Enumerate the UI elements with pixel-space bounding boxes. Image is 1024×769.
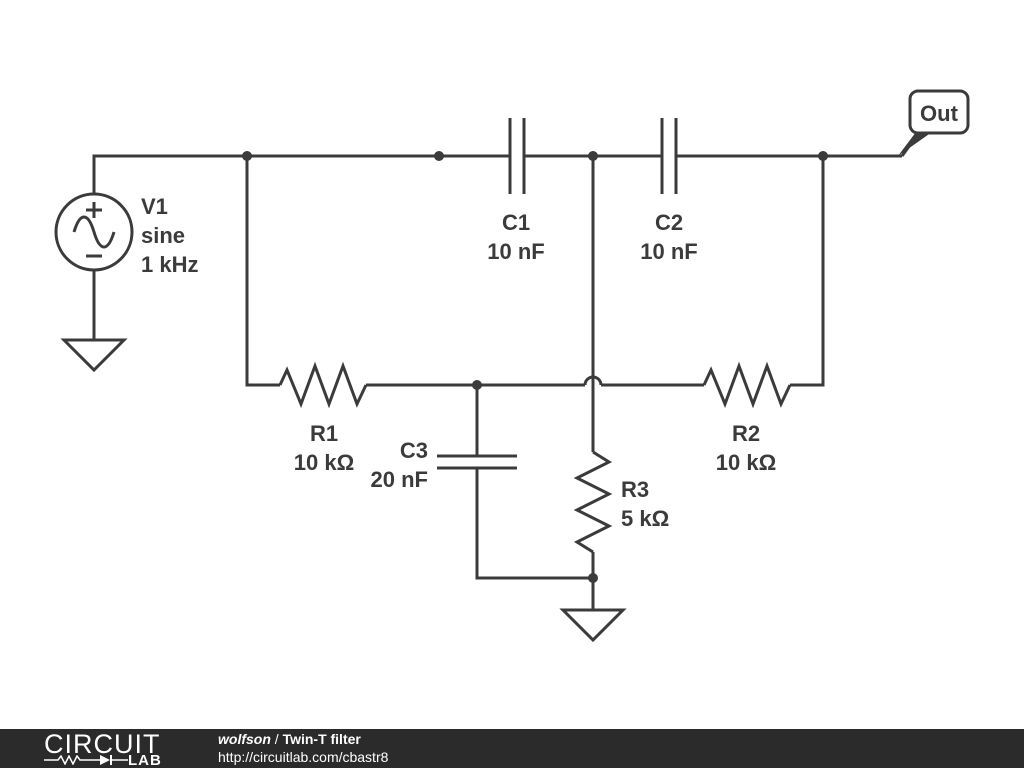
wire-r2-to-right <box>790 156 825 387</box>
c2-name: C2 <box>655 210 683 235</box>
junction-dot <box>588 573 598 583</box>
schematic-title[interactable]: Twin-T filter <box>282 731 361 747</box>
v1-name: V1 <box>141 194 168 219</box>
output-label: Out <box>920 101 959 126</box>
circuit-schematic: Out V1 sine 1 kHz C1 10 nF C2 10 nF R1 1… <box>54 89 970 643</box>
ground-icon-bottom <box>559 608 627 643</box>
wire-left-vertical <box>245 156 280 387</box>
ground-icon-left <box>60 338 128 373</box>
capacitor-c2-icon <box>660 118 678 194</box>
wire-c3-bottom <box>475 468 593 580</box>
output-tag: Out <box>898 89 970 157</box>
junction-dot <box>818 151 828 161</box>
r2-value: 10 kΩ <box>716 450 776 475</box>
v1-type: sine <box>141 223 185 248</box>
wires <box>92 154 902 610</box>
attribution: wolfson / Twin-T filter <box>218 731 361 748</box>
junction-dot <box>242 151 252 161</box>
c3-value: 20 nF <box>371 467 428 492</box>
sine-wave-icon <box>72 215 116 249</box>
r3-value: 5 kΩ <box>621 506 669 531</box>
separator: / <box>270 731 283 747</box>
junction-dot <box>472 380 482 390</box>
resistor-r2-icon <box>702 361 792 409</box>
junction-dot <box>434 151 444 161</box>
c3-name: C3 <box>400 438 428 463</box>
author-link[interactable]: wolfson <box>218 731 271 747</box>
wire-crossover-hop <box>583 375 603 386</box>
v1-source <box>54 192 134 272</box>
logo-lab-text: LAB <box>128 752 162 769</box>
resistor-r1-icon <box>278 361 368 409</box>
capacitor-c1-icon <box>508 118 526 194</box>
r3-name: R3 <box>621 477 649 502</box>
logo-circuit-text[interactable]: CIRCUIT <box>44 729 161 759</box>
c2-value: 10 nF <box>640 239 697 264</box>
wire-top-rail-left <box>92 154 510 194</box>
schematic-url[interactable]: http://circuitlab.com/cbastr8 <box>218 749 389 765</box>
logo-resistor-diode-icon <box>44 755 128 765</box>
plus-icon <box>86 202 102 218</box>
c1-name: C1 <box>502 210 530 235</box>
capacitor-c3-icon <box>437 454 517 470</box>
c1-value: 10 nF <box>487 239 544 264</box>
junctions <box>242 151 828 583</box>
r1-name: R1 <box>310 421 338 446</box>
junction-dot <box>588 151 598 161</box>
r1-value: 10 kΩ <box>294 450 354 475</box>
footer-bar: CIRCUIT LAB wolfson / Twin-T filter http… <box>0 729 1024 768</box>
r2-name: R2 <box>732 421 760 446</box>
resistor-r3-icon <box>573 450 613 554</box>
v1-value: 1 kHz <box>141 252 198 277</box>
